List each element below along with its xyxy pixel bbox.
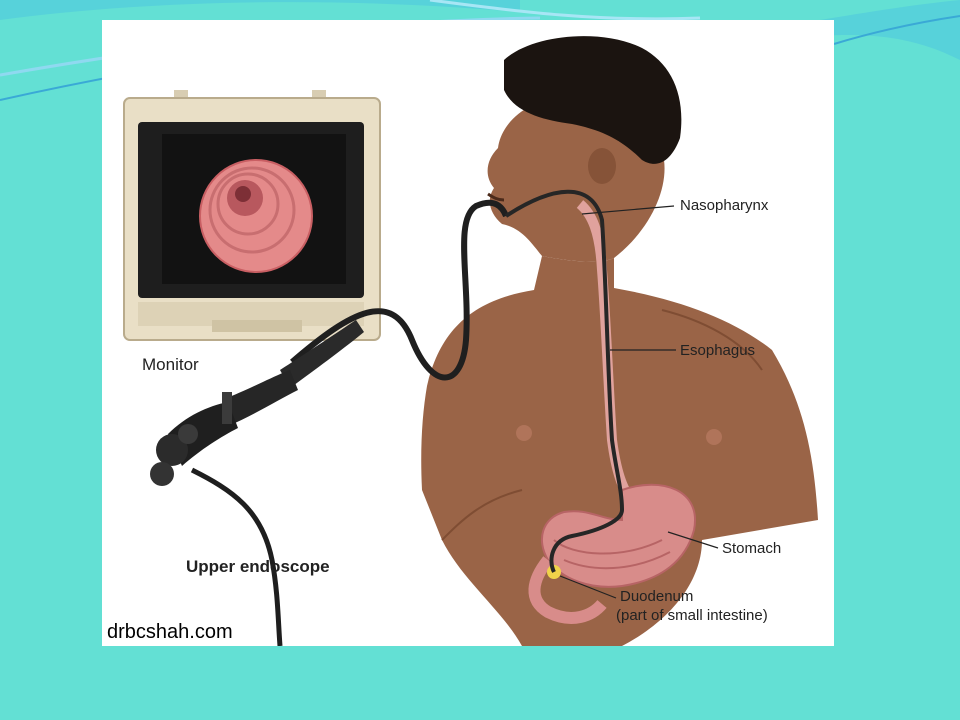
label-upper-endoscope: Upper endoscope bbox=[186, 557, 330, 576]
endoscope-handle bbox=[150, 320, 364, 646]
patient-head bbox=[487, 36, 682, 262]
label-monitor: Monitor bbox=[142, 355, 199, 374]
patient-body bbox=[421, 256, 818, 646]
endoscope-cable bbox=[290, 199, 509, 381]
leader-duodenum bbox=[559, 575, 617, 599]
leader-nasopharynx bbox=[581, 205, 675, 215]
label-duodenum-note: (part of small intestine) bbox=[616, 607, 768, 624]
leader-stomach bbox=[667, 531, 719, 549]
screen-lumen bbox=[199, 159, 313, 273]
illustration-panel: Monitor Upper endoscope Nasopharynx Esop… bbox=[102, 20, 834, 646]
label-esophagus: Esophagus bbox=[680, 342, 756, 359]
watermark-text: drbcshah.com bbox=[107, 621, 233, 643]
label-stomach: Stomach bbox=[722, 540, 782, 557]
label-duodenum: Duodenum bbox=[620, 588, 694, 605]
label-nasopharynx: Nasopharynx bbox=[680, 197, 769, 214]
endoscope-insertion-tube bbox=[504, 189, 625, 573]
endoscopy-illustration bbox=[123, 36, 818, 646]
